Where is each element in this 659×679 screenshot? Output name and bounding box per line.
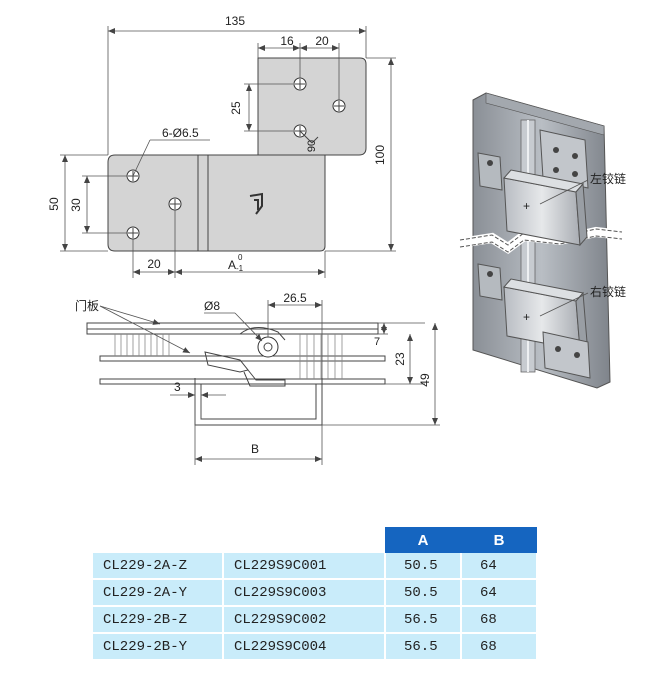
code-cell: CL229S9C002 <box>223 606 386 634</box>
b-cell: 68 <box>461 633 538 661</box>
tolerance-upper: 0 <box>238 253 243 262</box>
a-cell: 50.5 <box>385 553 462 580</box>
dim-23: 23 <box>393 352 407 366</box>
code-cell: CL229S9C003 <box>223 579 386 607</box>
dim-50: 50 <box>47 197 61 211</box>
a-cell: 50.5 <box>385 579 462 607</box>
logo-mark <box>249 192 263 215</box>
dim-3: 3 <box>174 380 181 394</box>
dim-20-bottom: 20 <box>147 257 161 271</box>
code-cell: CL229S9C004 <box>223 633 386 661</box>
spec-table: A B CL229-2A-Z CL229S9C001 50.5 64 CL229… <box>93 527 538 661</box>
a-cell: 56.5 <box>385 606 462 634</box>
a-cell: 56.5 <box>385 633 462 661</box>
column-header-b: B <box>461 527 537 553</box>
front-view: 135 16 20 25 90 100 6-Ø6.5 50 30 <box>47 14 396 278</box>
dim-26-5: 26.5 <box>283 291 307 305</box>
dim-b-label: B <box>251 442 259 456</box>
svg-text:+: + <box>523 310 530 324</box>
dim-135: 135 <box>225 14 245 28</box>
dim-25: 25 <box>229 101 243 115</box>
b-cell: 64 <box>461 553 538 580</box>
section-view: 门板 Ø8 26.5 7 23 49 3 B <box>75 291 440 465</box>
column-header-a: A <box>385 527 461 553</box>
dim-20-top: 20 <box>315 34 329 48</box>
right-hinge-callout: 右铰链 <box>590 284 626 299</box>
table-row: CL229-2A-Y CL229S9C003 50.5 64 <box>93 579 538 607</box>
table-row: CL229-2A-Z CL229S9C001 50.5 64 <box>93 553 538 580</box>
angle-90: 90 <box>306 140 318 152</box>
hinge-3d-render: + + 左铰链 右铰链 <box>459 92 626 389</box>
b-cell: 68 <box>461 606 538 634</box>
model-cell: CL229-2B-Y <box>93 633 224 661</box>
table-row: CL229-2B-Z CL229S9C002 56.5 68 <box>93 606 538 634</box>
lower-leaf <box>107 154 326 252</box>
model-cell: CL229-2A-Z <box>93 553 224 580</box>
table-header-row: A B <box>93 527 537 553</box>
tolerance-lower: -1 <box>236 264 244 273</box>
technical-drawing: 135 16 20 25 90 100 6-Ø6.5 50 30 <box>47 14 626 465</box>
model-cell: CL229-2B-Z <box>93 606 224 634</box>
dim-dia8: Ø8 <box>204 299 220 313</box>
hinge-profile <box>194 351 323 426</box>
door-label: 门板 <box>75 298 99 313</box>
dim-100: 100 <box>373 145 387 165</box>
left-hinge-callout: 左铰链 <box>590 171 626 186</box>
hole-callout: 6-Ø6.5 <box>162 126 199 140</box>
svg-text:+: + <box>523 199 530 213</box>
b-cell: 64 <box>461 579 538 607</box>
dim-30: 30 <box>69 198 83 212</box>
table-row: CL229-2B-Y CL229S9C004 56.5 68 <box>93 633 538 661</box>
dim-a-label: A <box>228 258 236 272</box>
dim-16: 16 <box>280 34 294 48</box>
code-cell: CL229S9C001 <box>223 553 386 580</box>
dim-7: 7 <box>374 336 380 348</box>
dim-49: 49 <box>418 373 432 387</box>
model-cell: CL229-2A-Y <box>93 579 224 607</box>
